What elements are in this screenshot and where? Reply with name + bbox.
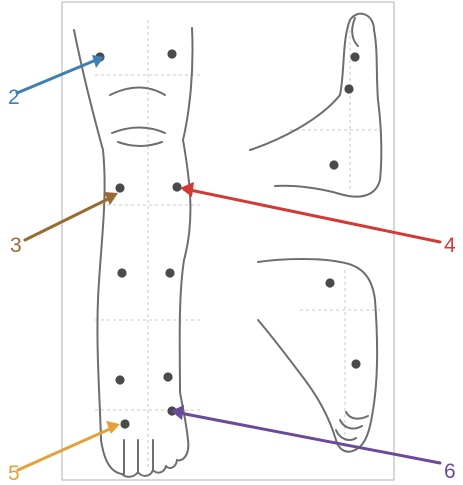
sensor-point (117, 268, 126, 277)
sensor-point (115, 183, 124, 192)
sensor-point (163, 372, 172, 381)
sensor-point (120, 419, 129, 428)
callout-label-4: 4 (444, 234, 456, 257)
sensor-point (115, 375, 124, 384)
sensor-point (350, 52, 359, 61)
sensor-point (329, 160, 338, 169)
callout-label-3: 3 (10, 234, 22, 257)
figure-panel (62, 2, 394, 480)
sensor-point (325, 278, 334, 287)
sensor-point (165, 268, 174, 277)
sensor-point (351, 359, 360, 368)
sensor-point (344, 84, 353, 93)
callout-label-2: 2 (8, 86, 20, 109)
callout-label-6: 6 (444, 460, 456, 483)
sensor-point (167, 49, 176, 58)
sensor-point (172, 182, 181, 191)
callout-label-5: 5 (8, 462, 20, 485)
